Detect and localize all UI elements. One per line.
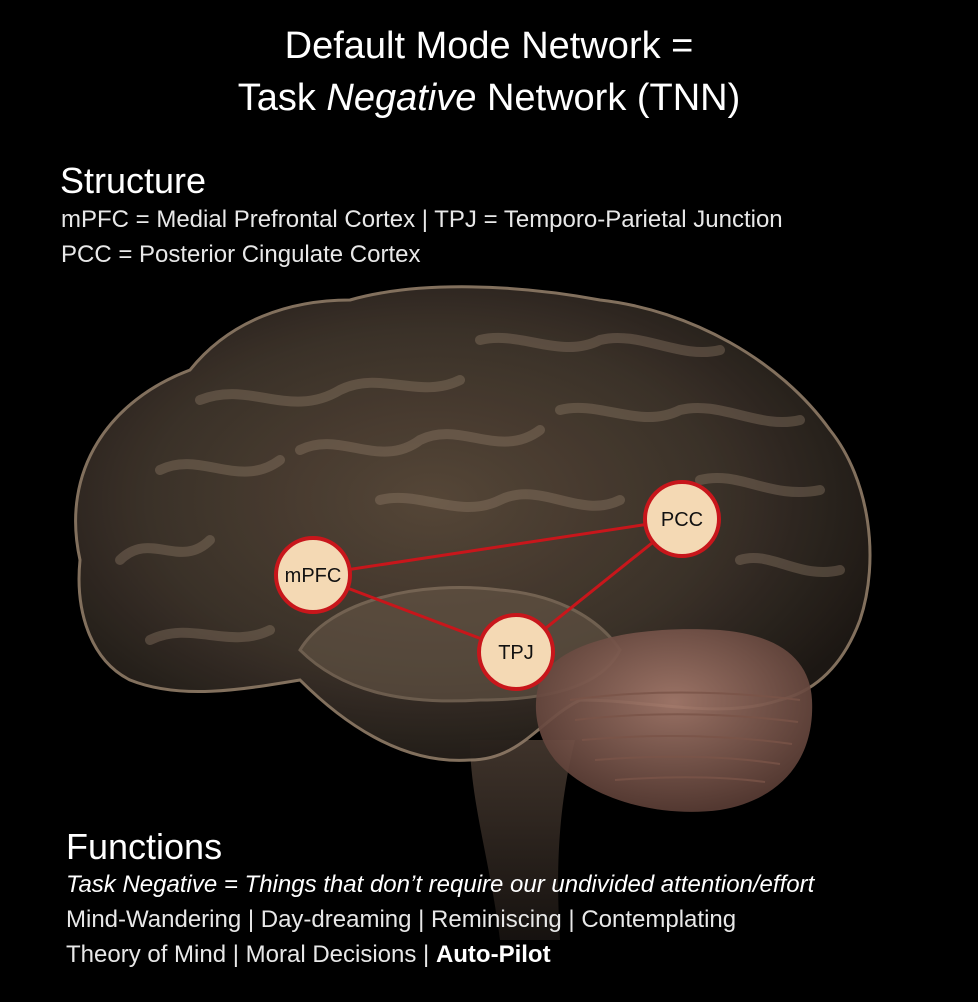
functions-heading: Functions bbox=[66, 826, 223, 867]
functions-line-2-text: Theory of Mind | Moral Decisions | bbox=[66, 941, 436, 968]
cerebellum bbox=[535, 629, 813, 812]
auto-pilot-label: Auto-Pilot bbox=[435, 941, 551, 968]
node-mpfc-label: mPFC bbox=[285, 565, 342, 587]
node-tpj-label: TPJ bbox=[498, 642, 534, 664]
title-suffix: Network (TNN) bbox=[476, 77, 741, 119]
functions-italic-line: Task Negative = Things that don’t requir… bbox=[66, 871, 815, 898]
title-italic-word: Negative bbox=[326, 77, 477, 119]
node-mpfc: mPFC bbox=[274, 536, 352, 614]
structure-line-1: mPFC = Medial Prefrontal Cortex | TPJ = … bbox=[61, 206, 783, 233]
functions-line-2: Theory of Mind | Moral Decisions | Auto-… bbox=[66, 941, 551, 969]
brain-stem bbox=[470, 740, 575, 940]
title-prefix: Task bbox=[237, 77, 327, 119]
gyri-texture bbox=[115, 332, 845, 645]
structure-heading: Structure bbox=[60, 160, 207, 201]
title-line-2: Task Negative Network (TNN) bbox=[0, 72, 978, 124]
node-pcc: PCC bbox=[643, 480, 721, 558]
node-pcc-label: PCC bbox=[661, 509, 703, 531]
connector-mpfc-pcc bbox=[312, 517, 683, 577]
functions-line-1: Mind-Wandering | Day-dreaming | Reminisc… bbox=[66, 906, 737, 933]
structure-line-2: PCC = Posterior Cingulate Cortex bbox=[61, 241, 421, 268]
cerebellum-folia bbox=[569, 691, 801, 783]
title-line-1: Default Mode Network = bbox=[284, 25, 694, 67]
node-tpj: TPJ bbox=[477, 613, 555, 691]
